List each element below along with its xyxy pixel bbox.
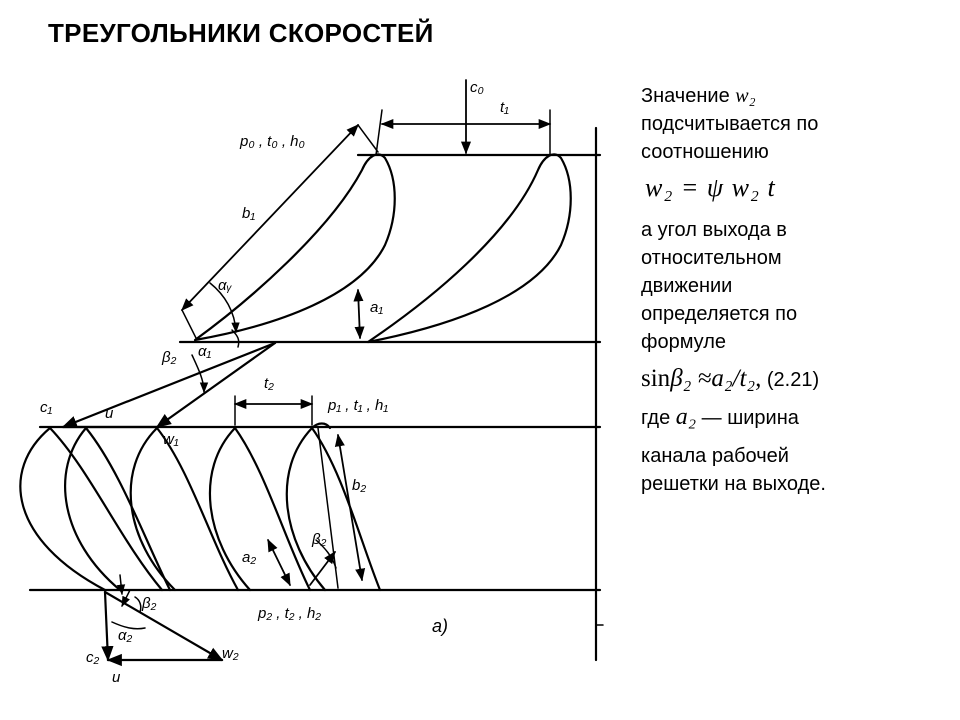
label-t2: t₂	[264, 375, 274, 392]
rotor-blade-nose	[310, 422, 332, 430]
beta-arc-1	[191, 354, 209, 394]
label-a1: a₁	[370, 299, 383, 316]
formula-sin-beta2: sinβ₂ ≈a₂/t₂, (2.21)	[641, 365, 820, 392]
rotor-blade-1	[19, 426, 164, 592]
label-ay: αᵧ	[218, 277, 233, 294]
label-u: u	[105, 405, 114, 422]
text-line: канала рабочей	[641, 445, 789, 467]
text-line: движении	[641, 275, 733, 297]
text-line: определяется по	[641, 303, 798, 325]
w2-vector-symbol: w₂	[735, 85, 756, 107]
formula-w2: w₂ = ψ w₂ t	[645, 173, 776, 202]
label-c0: c₀	[470, 79, 484, 96]
label-c1: c₁	[40, 399, 53, 416]
a2-throat	[267, 538, 291, 587]
label-b2: b₂	[352, 477, 366, 494]
label-c2: c₂	[86, 649, 100, 666]
rotor-blade-3	[129, 426, 240, 592]
explanation-text: Значение w₂ подсчитывается по соотношени…	[641, 82, 941, 498]
rotor-blade-5	[285, 426, 382, 592]
text-line: подсчитывается по	[641, 113, 819, 135]
text-line: а угол выхода в	[641, 219, 787, 241]
label-beta2-rotor: β₂	[311, 531, 327, 548]
label-b1: b₁	[242, 205, 255, 222]
label-beta2-outlet: β₂	[141, 595, 157, 612]
alpha1-arc	[231, 329, 240, 348]
w1-vector	[155, 341, 277, 429]
label-w2: w₂	[222, 645, 239, 662]
text-line: формуле	[641, 331, 727, 353]
label-p2: p₂ , t₂ , h₂	[257, 605, 321, 622]
alpha-y-arc	[209, 282, 240, 334]
text-line: где a₂ — ширина	[641, 404, 799, 430]
label-a2: a₂	[242, 549, 256, 566]
rotor-blade-4	[208, 426, 312, 592]
label-u2: u	[112, 669, 121, 686]
c1-vector	[61, 341, 277, 429]
label-w1: w₁	[163, 431, 179, 448]
label-beta2-upper: β₂	[161, 349, 177, 366]
label-alpha1: α₁	[198, 343, 212, 360]
label-figure: a)	[432, 616, 448, 636]
nozzle-blade-2	[366, 153, 572, 344]
label-p1: p₁ , t₁ , h₁	[327, 397, 388, 414]
c2-vector	[101, 590, 114, 662]
slide-title: ТРЕУГОЛЬНИКИ СКОРОСТЕЙ	[48, 18, 434, 48]
b2-dimension	[334, 433, 366, 582]
label-p0: p₀ , t₀ , h₀	[239, 133, 305, 150]
text-line: относительном	[641, 247, 782, 269]
nozzle-blade-1	[193, 153, 396, 342]
label-t1: t₁	[500, 99, 509, 116]
b1-dimension	[181, 124, 359, 311]
a1-throat	[353, 288, 365, 340]
text-line: решетки на выходе.	[641, 473, 826, 495]
label-alpha2: α₂	[118, 627, 133, 644]
alpha2-arc	[111, 621, 146, 630]
text-line: соотношению	[641, 141, 769, 163]
beta2-arc-outlet	[134, 596, 142, 613]
text-line: Значение w₂	[641, 85, 756, 107]
